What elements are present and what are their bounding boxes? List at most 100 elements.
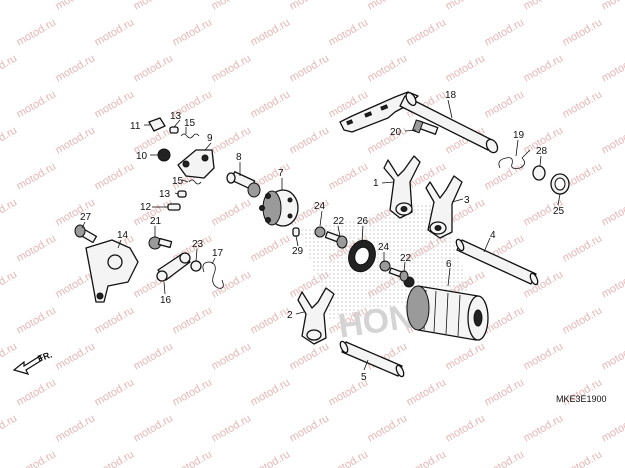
watermark-text: motod.ru — [561, 232, 605, 264]
callout-labels: 18 20 19 28 25 1 3 4 6 26 24 22 24 22 2 … — [80, 90, 565, 383]
watermark-text: motod.ru — [288, 52, 332, 84]
watermark-text: motod.ru — [600, 0, 625, 13]
watermark-text: motod.ru — [0, 124, 19, 156]
callout-15-upper: 15 — [184, 118, 196, 129]
drum-center-part-7 — [259, 189, 299, 227]
shift-fork-part-3 — [425, 175, 463, 239]
callout-23: 23 — [192, 239, 204, 250]
watermark-text: motod.ru — [249, 304, 293, 336]
callout-24-lower: 24 — [378, 242, 390, 253]
callout-14: 14 — [117, 230, 129, 241]
watermark-text: motod.ru — [210, 412, 254, 444]
watermark-text: motod.ru — [561, 448, 605, 468]
callout-22-lower: 22 — [400, 253, 412, 264]
watermark-text: motod.ru — [288, 0, 332, 13]
callout-25: 25 — [553, 206, 565, 217]
callout-17: 17 — [212, 248, 224, 259]
watermark-text: motod.ru — [483, 88, 527, 120]
watermark-text: motod.ru — [600, 124, 625, 156]
watermark-text: motod.ru — [210, 268, 254, 300]
watermark-text: motod.ru — [54, 412, 98, 444]
return-spring-part-19 — [498, 149, 531, 169]
watermark-text: motod.ru — [93, 448, 137, 468]
callout-20: 20 — [390, 127, 402, 138]
watermark-text: motod.ru — [444, 52, 488, 84]
leader-lines — [81, 99, 561, 371]
watermark-text: motod.ru — [54, 340, 98, 372]
watermark-text: motod.ru — [522, 0, 566, 13]
watermark-text: motod.ru — [288, 412, 332, 444]
spring-part-15-lower — [188, 179, 202, 185]
watermark-text: motod.ru — [54, 124, 98, 156]
watermark-text: motod.ru — [561, 16, 605, 48]
callout-4: 4 — [490, 230, 496, 241]
watermark-text: motod.ru — [522, 340, 566, 372]
watermark-text: motod.ru — [210, 340, 254, 372]
callout-13-upper: 13 — [170, 111, 182, 122]
callout-27: 27 — [80, 212, 92, 223]
callout-21: 21 — [150, 216, 162, 227]
bolt-part-24-lower — [379, 260, 391, 272]
shift-spindle-part-18 — [339, 91, 499, 154]
watermark-text: motod.ru — [405, 16, 449, 48]
watermark-text: motod.ru — [366, 52, 410, 84]
shift-fork-part-2 — [297, 287, 335, 345]
watermark-text: motod.ru — [15, 16, 59, 48]
watermark-text: motod.ru — [0, 268, 19, 300]
collar-part-13-upper — [169, 126, 179, 134]
watermark-text: motod.ru — [288, 124, 332, 156]
watermark-text: motod.ru — [405, 376, 449, 408]
spring-part-15-upper — [180, 133, 200, 139]
nut-part-10 — [157, 148, 171, 162]
watermark-text: motod.ru — [15, 304, 59, 336]
watermark-text: motod.ru — [600, 340, 625, 372]
watermark-text: motod.ru — [249, 232, 293, 264]
callout-6: 6 — [446, 259, 452, 270]
callout-1: 1 — [373, 178, 379, 189]
callout-11: 11 — [130, 121, 141, 132]
callout-22-upper: 22 — [333, 216, 345, 227]
watermark-text: motod.ru — [0, 412, 19, 444]
bolt-part-21 — [148, 236, 173, 250]
collar-part-13-lower — [177, 190, 187, 198]
watermark-text: motod.ru — [54, 0, 98, 13]
watermark-text: motod.ru — [600, 196, 625, 228]
watermark-text: motod.ru — [210, 124, 254, 156]
watermark-text: motod.ru — [93, 160, 137, 192]
fork-shaft-part-4 — [455, 238, 539, 286]
bolt-part-8 — [226, 171, 261, 198]
watermark-text: motod.ru — [561, 88, 605, 120]
watermark-text: motod.ru — [210, 196, 254, 228]
watermark-text: motod.ru — [249, 16, 293, 48]
callout-26: 26 — [357, 216, 369, 227]
watermark-text: motod.ru — [15, 160, 59, 192]
watermark-text: motod.ru — [171, 16, 215, 48]
watermark-text: motod.ru — [210, 52, 254, 84]
watermark-text: motod.ru — [600, 52, 625, 84]
watermark-text: motod.ru — [15, 376, 59, 408]
callout-10: 10 — [136, 151, 148, 162]
front-direction-indicator: FR. — [12, 349, 53, 375]
washer-part-23 — [190, 260, 202, 272]
stopper-arm-part-9 — [177, 149, 215, 179]
watermark-text: motod.ru — [483, 448, 527, 468]
callout-13-lower: 13 — [159, 189, 171, 200]
watermark-text: motod.ru — [93, 16, 137, 48]
watermark-text: motod.ru — [366, 0, 410, 13]
block-part-11 — [148, 117, 166, 132]
watermark-text: motod.ru — [132, 52, 176, 84]
watermark-text: motod.ru — [249, 376, 293, 408]
watermark-text: motod.ru — [0, 0, 19, 13]
callout-5: 5 — [361, 372, 367, 383]
watermark-text: motod.ru — [366, 412, 410, 444]
diagram-code: MKE3E1900 — [556, 394, 607, 404]
oil-seal-part-26 — [348, 239, 376, 273]
watermark-text: motod.ru — [249, 88, 293, 120]
direction-label: FR. — [36, 349, 53, 363]
bracket-part-14 — [85, 239, 139, 303]
pin-part-12 — [167, 203, 181, 211]
watermark-text: motod.ru — [0, 52, 19, 84]
bolt-part-22-upper — [324, 231, 348, 249]
callout-29: 29 — [292, 246, 304, 257]
